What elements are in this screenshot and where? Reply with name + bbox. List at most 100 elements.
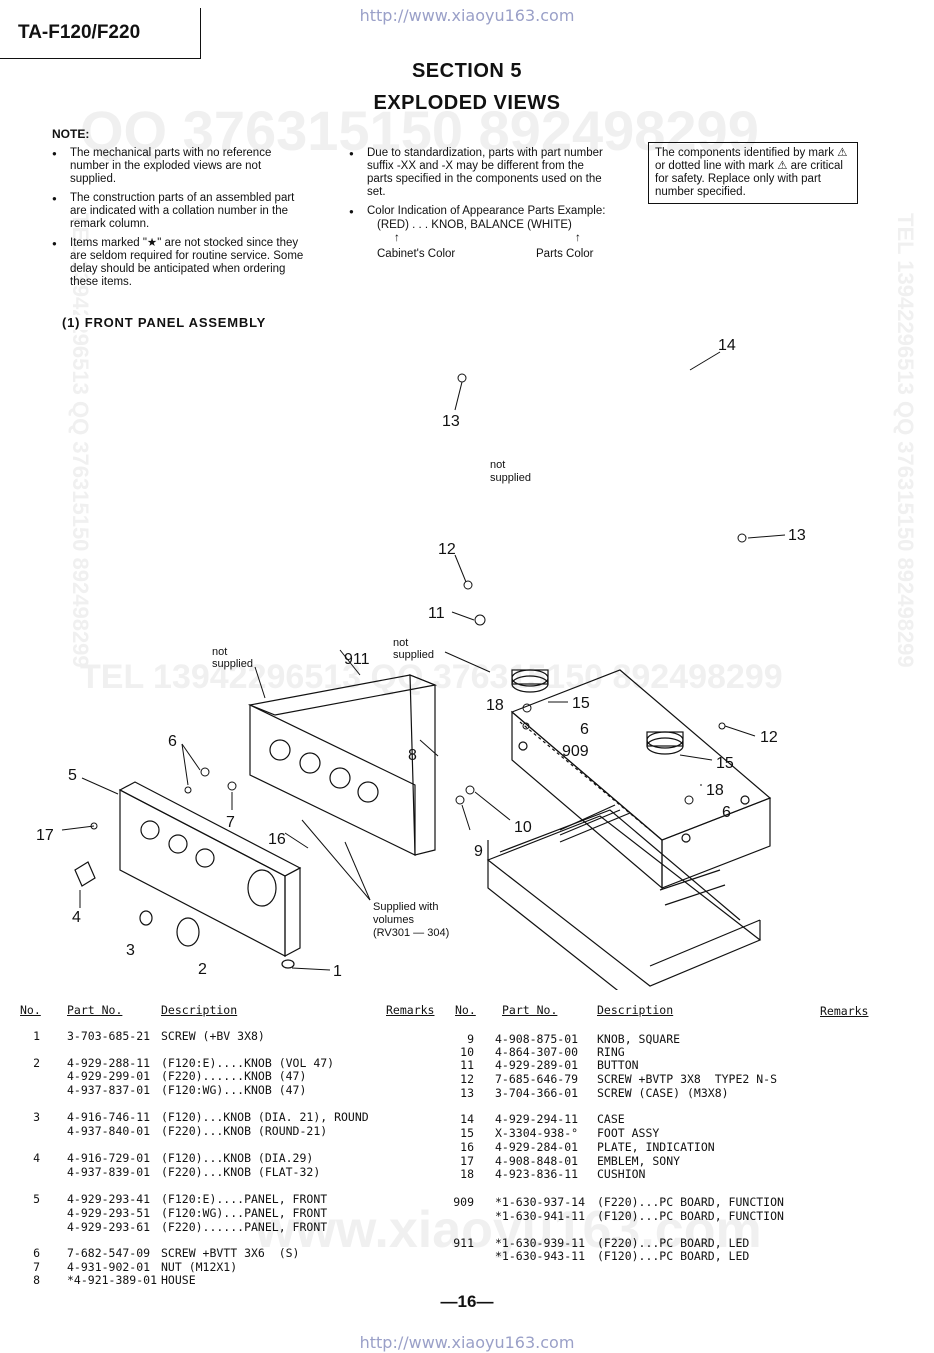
parts-table: No. Part No. Description Remarks No. Par… (0, 1003, 934, 1289)
part-number: X-3304-938-° (495, 1126, 579, 1140)
part-number: 4-929-289-01 (495, 1058, 579, 1072)
note-item: Items marked "★" are not stocked since t… (52, 237, 310, 289)
callout-909: 909 (562, 743, 589, 760)
item-number: 909 (453, 1195, 474, 1209)
supplied-label: supplied (490, 472, 531, 484)
rv-range-label: (RV301 — 304) (373, 927, 449, 939)
cabinet-color-label: Cabinet's Color (377, 248, 456, 260)
part-number: 4-937-837-01 (67, 1083, 151, 1097)
part-number: 4-937-839-01 (67, 1165, 151, 1179)
arrow-up-icon: ↑ (394, 232, 400, 244)
part-description: (F120)...KNOB (DIA.29) (161, 1151, 314, 1165)
part-description: BUTTON (597, 1058, 639, 1072)
callout-4: 4 (72, 909, 81, 926)
part-description: FOOT ASSY (597, 1126, 660, 1140)
callout-6b: 6 (168, 733, 177, 750)
page-title: EXPLODED VIEWS (373, 92, 561, 114)
header-no: No. (20, 1003, 41, 1017)
item-number: 7 (33, 1260, 40, 1274)
part-description: (F220)...PC BOARD, LED (597, 1236, 750, 1250)
part-number: 3-703-685-21 (67, 1029, 151, 1043)
part-number: *1-630-943-11 (495, 1249, 586, 1263)
item-number: 9 (467, 1032, 474, 1046)
not-label-2: not (393, 637, 408, 649)
parts-color-label: Parts Color (536, 248, 594, 260)
callout-12b: 12 (760, 729, 778, 746)
part-number: 7-685-646-79 (495, 1072, 579, 1086)
page-number: —16— (440, 1292, 494, 1311)
part-number: *1-630-937-14 (495, 1195, 586, 1209)
item-number: 11 (460, 1058, 474, 1072)
part-number: 4-937-840-01 (67, 1124, 151, 1138)
not-label: not (490, 459, 505, 471)
callout-15: 15 (572, 695, 590, 712)
part-number: 4-929-284-01 (495, 1140, 579, 1154)
watermark-middle: TEL 13942296513 QQ 376315150 892498299 (80, 658, 783, 696)
volumes-label: volumes (373, 914, 414, 926)
part-number: *1-630-941-11 (495, 1209, 586, 1223)
knob-parts (74, 861, 295, 969)
callout-1: 1 (333, 963, 342, 980)
item-number: 18 (460, 1167, 474, 1181)
model-label: TA-F120/F220 (0, 8, 201, 59)
part-description: (F120:E)....PANEL, FRONT (161, 1192, 328, 1206)
exploded-view-diagram: 14 13 13 not supplied 12 11 not supplied… (36, 337, 806, 990)
callout-13b: 13 (788, 527, 806, 544)
note-item: Color Indication of Appearance Parts Exa… (349, 205, 607, 218)
item-number: 1 (33, 1029, 40, 1043)
header-part-no: Part No. (67, 1003, 123, 1017)
notes-column-2: Due to standardization, parts with part … (349, 147, 607, 260)
item-number: 14 (460, 1112, 474, 1126)
part-description: (F220)...PC BOARD, FUNCTION (597, 1195, 784, 1209)
part-number: 4-908-875-01 (495, 1032, 579, 1046)
chassis-part (486, 804, 762, 990)
part-number: 7-682-547-09 (67, 1246, 151, 1260)
part-number: 4-929-294-11 (495, 1112, 579, 1126)
callout-11: 11 (428, 605, 445, 622)
part-number: 4-916-729-01 (67, 1151, 151, 1165)
part-number: *4-921-389-01 (67, 1273, 158, 1287)
callout-6c: 6 (722, 804, 731, 821)
case-part (510, 669, 772, 890)
color-arrows: ↑ ↑ (349, 232, 607, 246)
part-description: (F120:E)....KNOB (VOL 47) (161, 1056, 335, 1070)
part-number: 3-704-366-01 (495, 1086, 579, 1100)
callout-16: 16 (268, 831, 286, 848)
part-description: RING (597, 1045, 625, 1059)
supplied-with-label: Supplied with (373, 901, 438, 913)
note-item: The mechanical parts with no reference n… (52, 147, 310, 186)
part-description: SCREW (CASE) (M3X8) (597, 1086, 729, 1100)
part-number: 4-931-902-01 (67, 1260, 151, 1274)
callout-14: 14 (718, 337, 736, 354)
header-description-right: Description (597, 1003, 674, 1017)
part-number: 4-929-293-41 (67, 1192, 151, 1206)
callout-18: 18 (486, 697, 504, 714)
supplied-label-2: supplied (393, 649, 434, 661)
callout-10: 10 (514, 819, 532, 836)
section-number: SECTION 5 (411, 60, 523, 82)
color-example: (RED) . . . KNOB, BALANCE (WHITE) (377, 219, 572, 231)
part-description: (F220)......KNOB (47) (161, 1069, 307, 1083)
item-number: 2 (33, 1056, 40, 1070)
part-description: SCREW (+BV 3X8) (161, 1029, 265, 1043)
item-number: 12 (460, 1072, 474, 1086)
source-url-top[interactable]: http://www.xiaoyu163.com (359, 6, 575, 25)
header-part-no-right: Part No. (502, 1003, 558, 1017)
note-item: Due to standardization, parts with part … (349, 147, 607, 199)
foot-assy-part (511, 669, 684, 755)
source-url-bottom[interactable]: http://www.xiaoyu163.com (359, 1333, 575, 1352)
part-description: (F120:WG)...PANEL, FRONT (161, 1206, 328, 1220)
part-description: (F220)...KNOB (FLAT-32) (161, 1165, 321, 1179)
header-description: Description (161, 1003, 238, 1017)
part-number: 4-929-293-61 (67, 1220, 151, 1234)
callout-12: 12 (438, 541, 456, 558)
part-description: CUSHION (597, 1167, 646, 1181)
part-number: *1-630-939-11 (495, 1236, 586, 1250)
part-description: (F120)...PC BOARD, LED (597, 1249, 750, 1263)
part-description: HOUSE (161, 1273, 196, 1287)
part-description: NUT (M12X1) (161, 1260, 238, 1274)
leader-lines (61, 351, 786, 971)
part-description: EMBLEM, SONY (597, 1154, 681, 1168)
callout-911: 911 (344, 651, 370, 668)
item-number: 4 (33, 1151, 40, 1165)
